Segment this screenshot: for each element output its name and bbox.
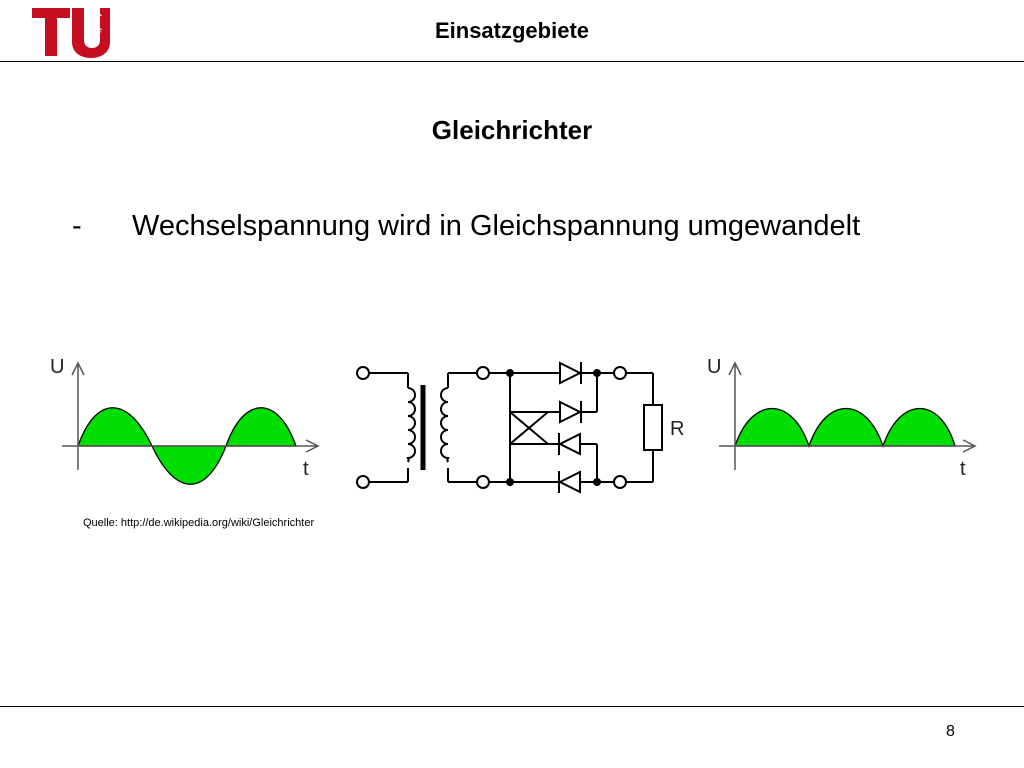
tu-berlin-logo: berlin — [32, 8, 110, 58]
svg-text:berlin: berlin — [93, 14, 103, 39]
diode-2 — [548, 400, 597, 424]
resistor — [643, 404, 663, 451]
bullet-text: Wechselspannung wird in Gleichspannung u… — [132, 210, 861, 242]
bridge-rectifier-circuit — [356, 361, 663, 494]
rectifier-figure: U t — [50, 356, 977, 494]
ac-voltage-plot: U t — [50, 356, 320, 485]
footer-divider — [0, 706, 1024, 707]
source-caption: Quelle: http://de.wikipedia.org/wiki/Gle… — [83, 517, 315, 529]
x-axis-label: t — [960, 458, 966, 480]
diode-1 — [559, 361, 620, 385]
diode-3 — [548, 432, 597, 456]
resistor-label: R — [670, 418, 684, 440]
page-number: 8 — [946, 723, 955, 740]
bullet-marker: - — [72, 210, 82, 242]
rectified-voltage-plot: U t — [707, 356, 977, 480]
diode-4 — [557, 470, 620, 494]
y-axis-label: U — [50, 356, 64, 378]
slide-title: Gleichrichter — [431, 115, 593, 145]
header-divider — [0, 61, 1024, 62]
y-axis-label: U — [707, 356, 721, 378]
x-axis-label: t — [303, 458, 309, 480]
rectified-wave — [734, 408, 956, 449]
header-title: Einsatzgebiete — [434, 18, 590, 43]
